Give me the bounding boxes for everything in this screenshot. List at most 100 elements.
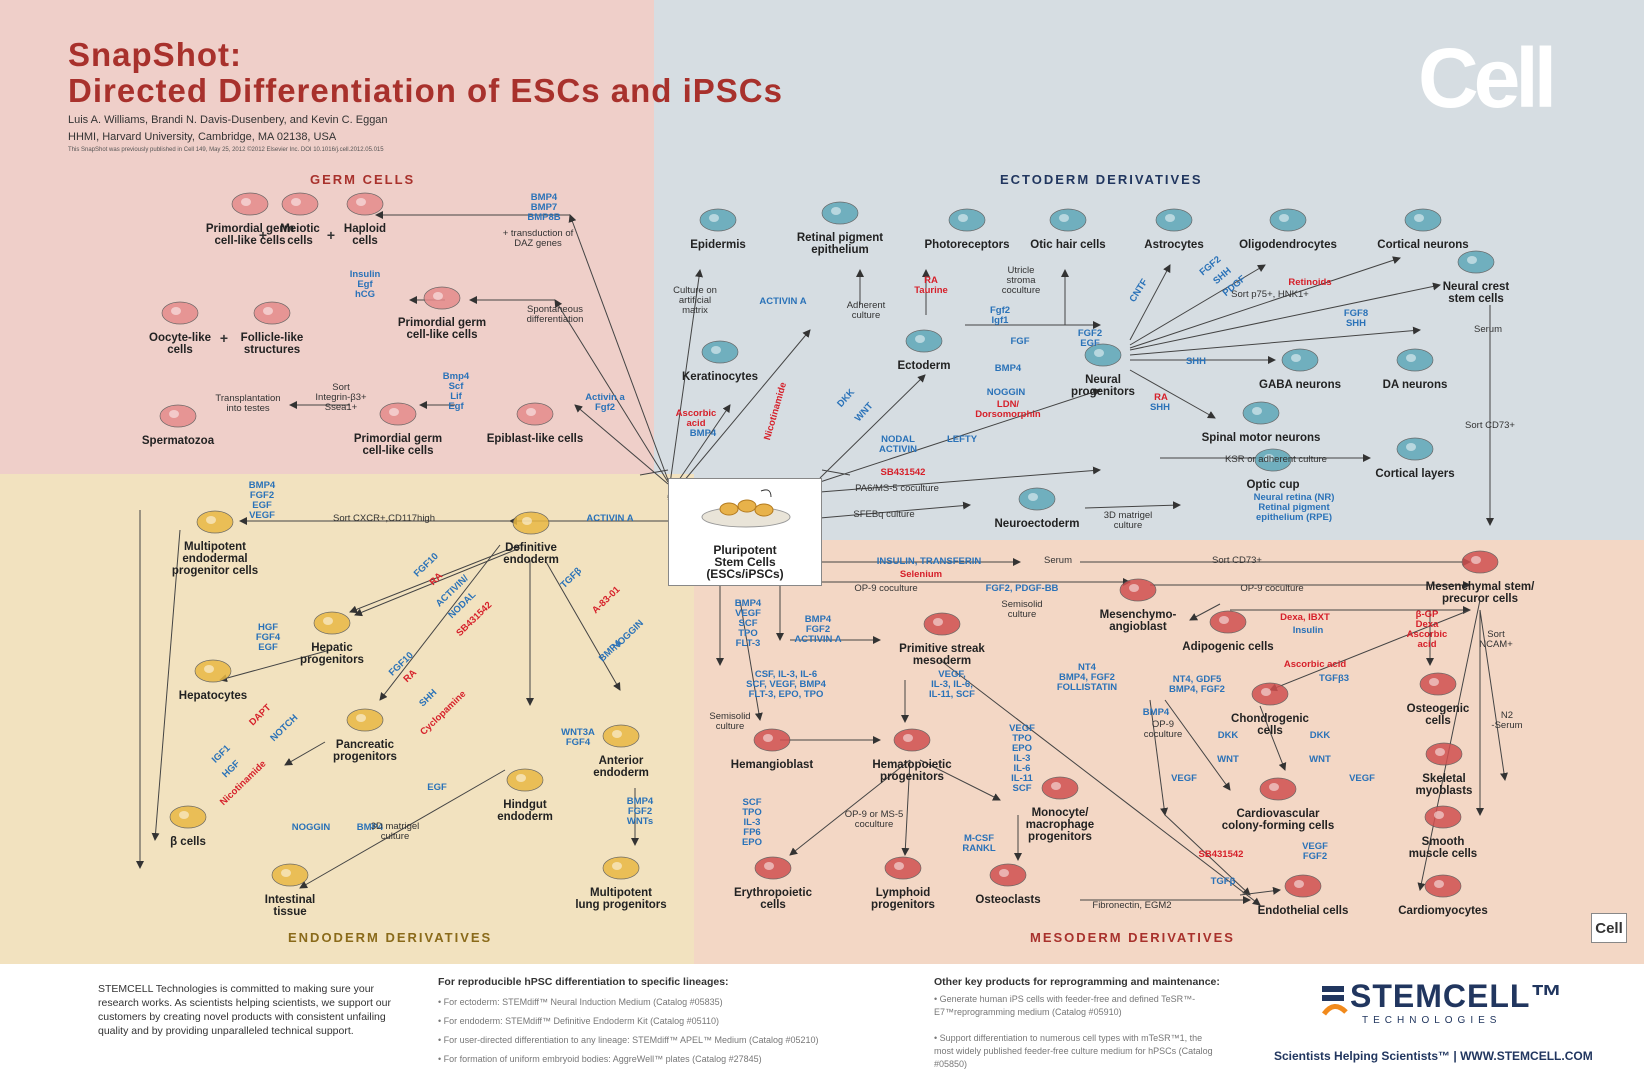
cell-label-oligo: Oligodendrocytes bbox=[1239, 239, 1337, 251]
differentiation-arrow bbox=[284, 741, 326, 766]
cell-icon-da bbox=[1396, 348, 1434, 372]
plus-sign: + bbox=[327, 227, 335, 243]
factor-label: PA6/MS-5 coculture bbox=[855, 483, 939, 494]
factor-label: VEGF,IL-3, IL-6,IL-11, SCF bbox=[929, 669, 975, 700]
cell-icon-intestinal bbox=[271, 863, 309, 887]
differentiation-arrow bbox=[1129, 369, 1216, 419]
footer bbox=[0, 964, 1644, 1080]
cell-icon-ncsc bbox=[1457, 250, 1495, 274]
cell-label-optic_cup: Optic cup bbox=[1246, 479, 1299, 491]
affiliation: HHMI, Harvard University, Cambridge, MA … bbox=[68, 131, 337, 143]
cell-icon-hindgut bbox=[506, 768, 544, 792]
cell-label-ectoderm: Ectoderm bbox=[897, 360, 950, 372]
cell-label-neuroecto: Neuroectoderm bbox=[995, 518, 1080, 530]
cell-icon-rpe bbox=[821, 201, 859, 225]
factor-label: N2-Serum bbox=[1491, 710, 1522, 731]
cell-icon-lung bbox=[602, 856, 640, 880]
differentiation-arrow bbox=[568, 214, 669, 481]
germ-cells-panel bbox=[0, 0, 654, 474]
cell-label-gaba: GABA neurons bbox=[1259, 379, 1341, 391]
factor-label: ACTIVIN A bbox=[759, 296, 806, 307]
cell-label-epidermis: Epidermis bbox=[690, 239, 746, 251]
cell-icon-neuroecto bbox=[1018, 487, 1056, 511]
cell-icon-oligo bbox=[1269, 208, 1307, 232]
plus-sign: + bbox=[259, 227, 267, 243]
cell-label-cortical_layers: Cortical layers bbox=[1375, 468, 1454, 480]
cell-label-astrocytes: Astrocytes bbox=[1144, 239, 1203, 251]
cell-badge: Cell bbox=[1591, 913, 1627, 943]
factor-label: LDN/Dorsomorphin bbox=[975, 399, 1041, 420]
factor-label: Ascorbic acid bbox=[1284, 659, 1346, 670]
factor-label: Dexa, IBXT bbox=[1280, 612, 1330, 623]
factor-label: Selenium bbox=[900, 569, 942, 580]
differentiation-arrow bbox=[1259, 705, 1287, 771]
publication-note: This SnapShot was previously published i… bbox=[68, 147, 384, 153]
factor-label-rotated: NOTCH bbox=[268, 712, 300, 743]
factor-label: DKK bbox=[1218, 730, 1239, 741]
differentiation-arrow bbox=[939, 659, 1261, 906]
factor-label: ACTIVIN A bbox=[586, 513, 633, 524]
cell-icon-hemangio bbox=[753, 728, 791, 752]
factor-label: NOGGIN bbox=[987, 387, 1026, 398]
authors: Luis A. Williams, Brandi N. Davis-Dusenb… bbox=[68, 114, 388, 126]
cell-icon-spinal bbox=[1242, 401, 1280, 425]
cell-label-msc: Mesenchymal stem/precuror cells bbox=[1426, 581, 1535, 605]
cell-icon-neural_prog bbox=[1084, 343, 1122, 367]
factor-label: FGF2, PDGF-BB bbox=[986, 583, 1059, 594]
cell-label-adipo: Adipogenic cells bbox=[1182, 641, 1273, 653]
cell-icon-optic_cup bbox=[1254, 448, 1292, 472]
factor-label: EGF bbox=[427, 782, 447, 793]
cell-icon-keratinocytes bbox=[701, 340, 739, 364]
cell-icon-oocyte bbox=[161, 301, 199, 325]
differentiation-arrow bbox=[919, 759, 1001, 801]
title-line-2: Directed Differentiation of ESCs and iPS… bbox=[68, 72, 783, 109]
factor-label: SHH bbox=[1150, 402, 1170, 413]
cell-icon-beta bbox=[169, 805, 207, 829]
differentiation-arrow bbox=[667, 329, 811, 501]
factor-label-rotated: CNTF bbox=[1128, 277, 1151, 304]
footer-mid-bullet-1: • For ectoderm: STEMdiff™ Neural Inducti… bbox=[438, 997, 723, 1007]
factor-label: VEGF bbox=[1171, 773, 1197, 784]
footer-mid-bullet-2: • For endoderm: STEMdiff™ Definitive End… bbox=[438, 1016, 719, 1026]
cell-icon-pgc2 bbox=[423, 286, 461, 310]
differentiation-arrow bbox=[151, 529, 181, 841]
cell-icon-endothelial bbox=[1284, 874, 1322, 898]
cell-icon-pgc3 bbox=[379, 402, 417, 426]
cell-label-beta: β cells bbox=[170, 836, 206, 848]
factor-label: Sort CXCR+,CD117high bbox=[333, 513, 435, 524]
differentiation-arrow bbox=[379, 544, 501, 701]
cell-icon-pancreatic bbox=[346, 708, 384, 732]
footer-intro: STEMCELL Technologies is committed to ma… bbox=[98, 983, 391, 1037]
cell-label-endothelial: Endothelial cells bbox=[1258, 905, 1349, 917]
footer-right-bullet-2: • Support differentiation to numerous ce… bbox=[934, 1033, 1213, 1069]
cell-label-keratinocytes: Keratinocytes bbox=[682, 371, 758, 383]
cell-icon-ant_endo bbox=[602, 724, 640, 748]
cell-label-hemangio: Hemangioblast bbox=[731, 759, 814, 771]
cell-icon-prim_streak bbox=[923, 612, 961, 636]
pluripotent-stem-cells-box: Pluripotent Stem Cells (ESCs/iPSCs) bbox=[668, 478, 822, 586]
differentiation-arrow bbox=[299, 769, 506, 889]
section-title-germ: GERM CELLS bbox=[310, 172, 416, 187]
cell-icon-cortical_layers bbox=[1396, 437, 1434, 461]
hub-spoke bbox=[639, 469, 669, 476]
